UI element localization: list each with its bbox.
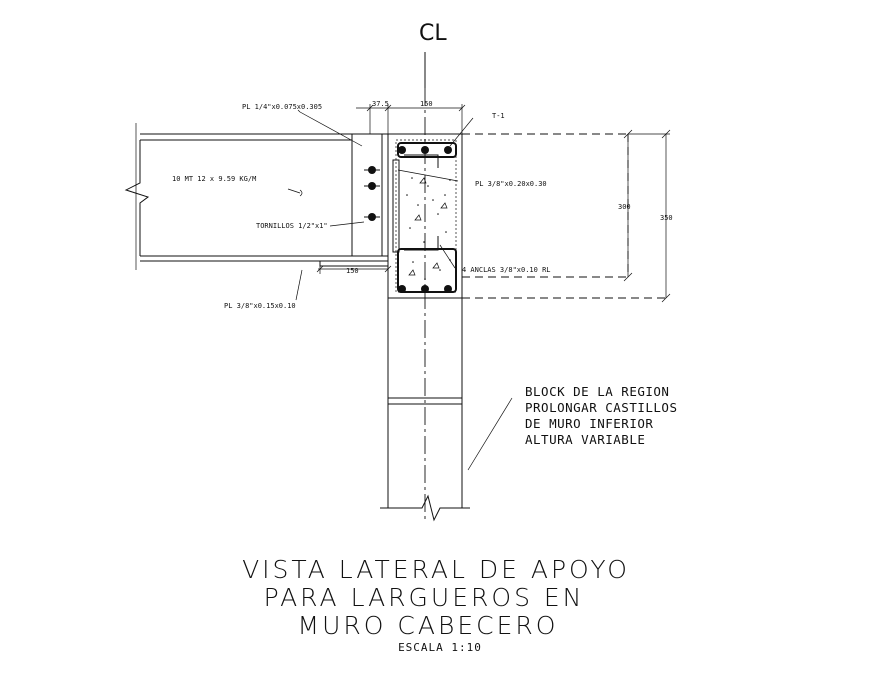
steel-beam: [124, 123, 388, 270]
label-beam: 10 MT 12 x 9.59 KG/M: [172, 175, 256, 183]
label-plate-top: PL 1/4"x0.075x0.305: [242, 103, 322, 111]
note-line-1: BLOCK DE LA REGION: [525, 384, 669, 399]
title-line-3: MURO CABECERO: [298, 611, 559, 640]
lower-column: [380, 298, 470, 522]
dim-top: 37.5 150: [356, 100, 466, 134]
note-line-3: DE MURO INFERIOR: [525, 416, 653, 431]
dim-300: 300: [618, 129, 633, 282]
label-bolts: TORNILLOS 1/2"x1": [256, 222, 328, 230]
title-block: VISTA LATERAL DE APOYO PARA LARGUEROS EN…: [242, 555, 630, 654]
centerline-c: CL: [419, 21, 447, 46]
label-anchors: 4 ANCLAS 3/8"x0.10 RL: [462, 266, 551, 274]
leaders: [287, 109, 513, 471]
svg-text:37.5: 37.5: [372, 100, 389, 108]
title-line-1: VISTA LATERAL DE APOYO: [242, 555, 630, 584]
svg-text:150: 150: [420, 100, 433, 108]
title-scale: ESCALA 1:10: [398, 641, 482, 654]
note-line-4: ALTURA VARIABLE: [525, 432, 645, 447]
dim-bottom: 150: [316, 265, 392, 275]
title-line-2: PARA LARGUEROS EN: [264, 583, 585, 612]
svg-text:150: 150: [346, 267, 359, 275]
label-tie: T-1: [492, 112, 505, 120]
note-block: BLOCK DE LA REGION PROLONGAR CASTILLOS D…: [525, 384, 678, 447]
end-plate: [351, 133, 389, 257]
dim-350: 350: [628, 129, 673, 303]
concrete-column: [387, 133, 463, 299]
label-plate-bottom: PL 3/8"x0.15x0.10: [224, 302, 296, 310]
centerline-symbol: CL: [419, 21, 447, 46]
label-plate-mid: PL 3/8"x0.20x0.30: [475, 180, 547, 188]
svg-text:300: 300: [618, 203, 631, 211]
svg-text:350: 350: [660, 214, 673, 222]
note-line-2: PROLONGAR CASTILLOS: [525, 400, 678, 415]
seat-plate: [319, 260, 389, 267]
